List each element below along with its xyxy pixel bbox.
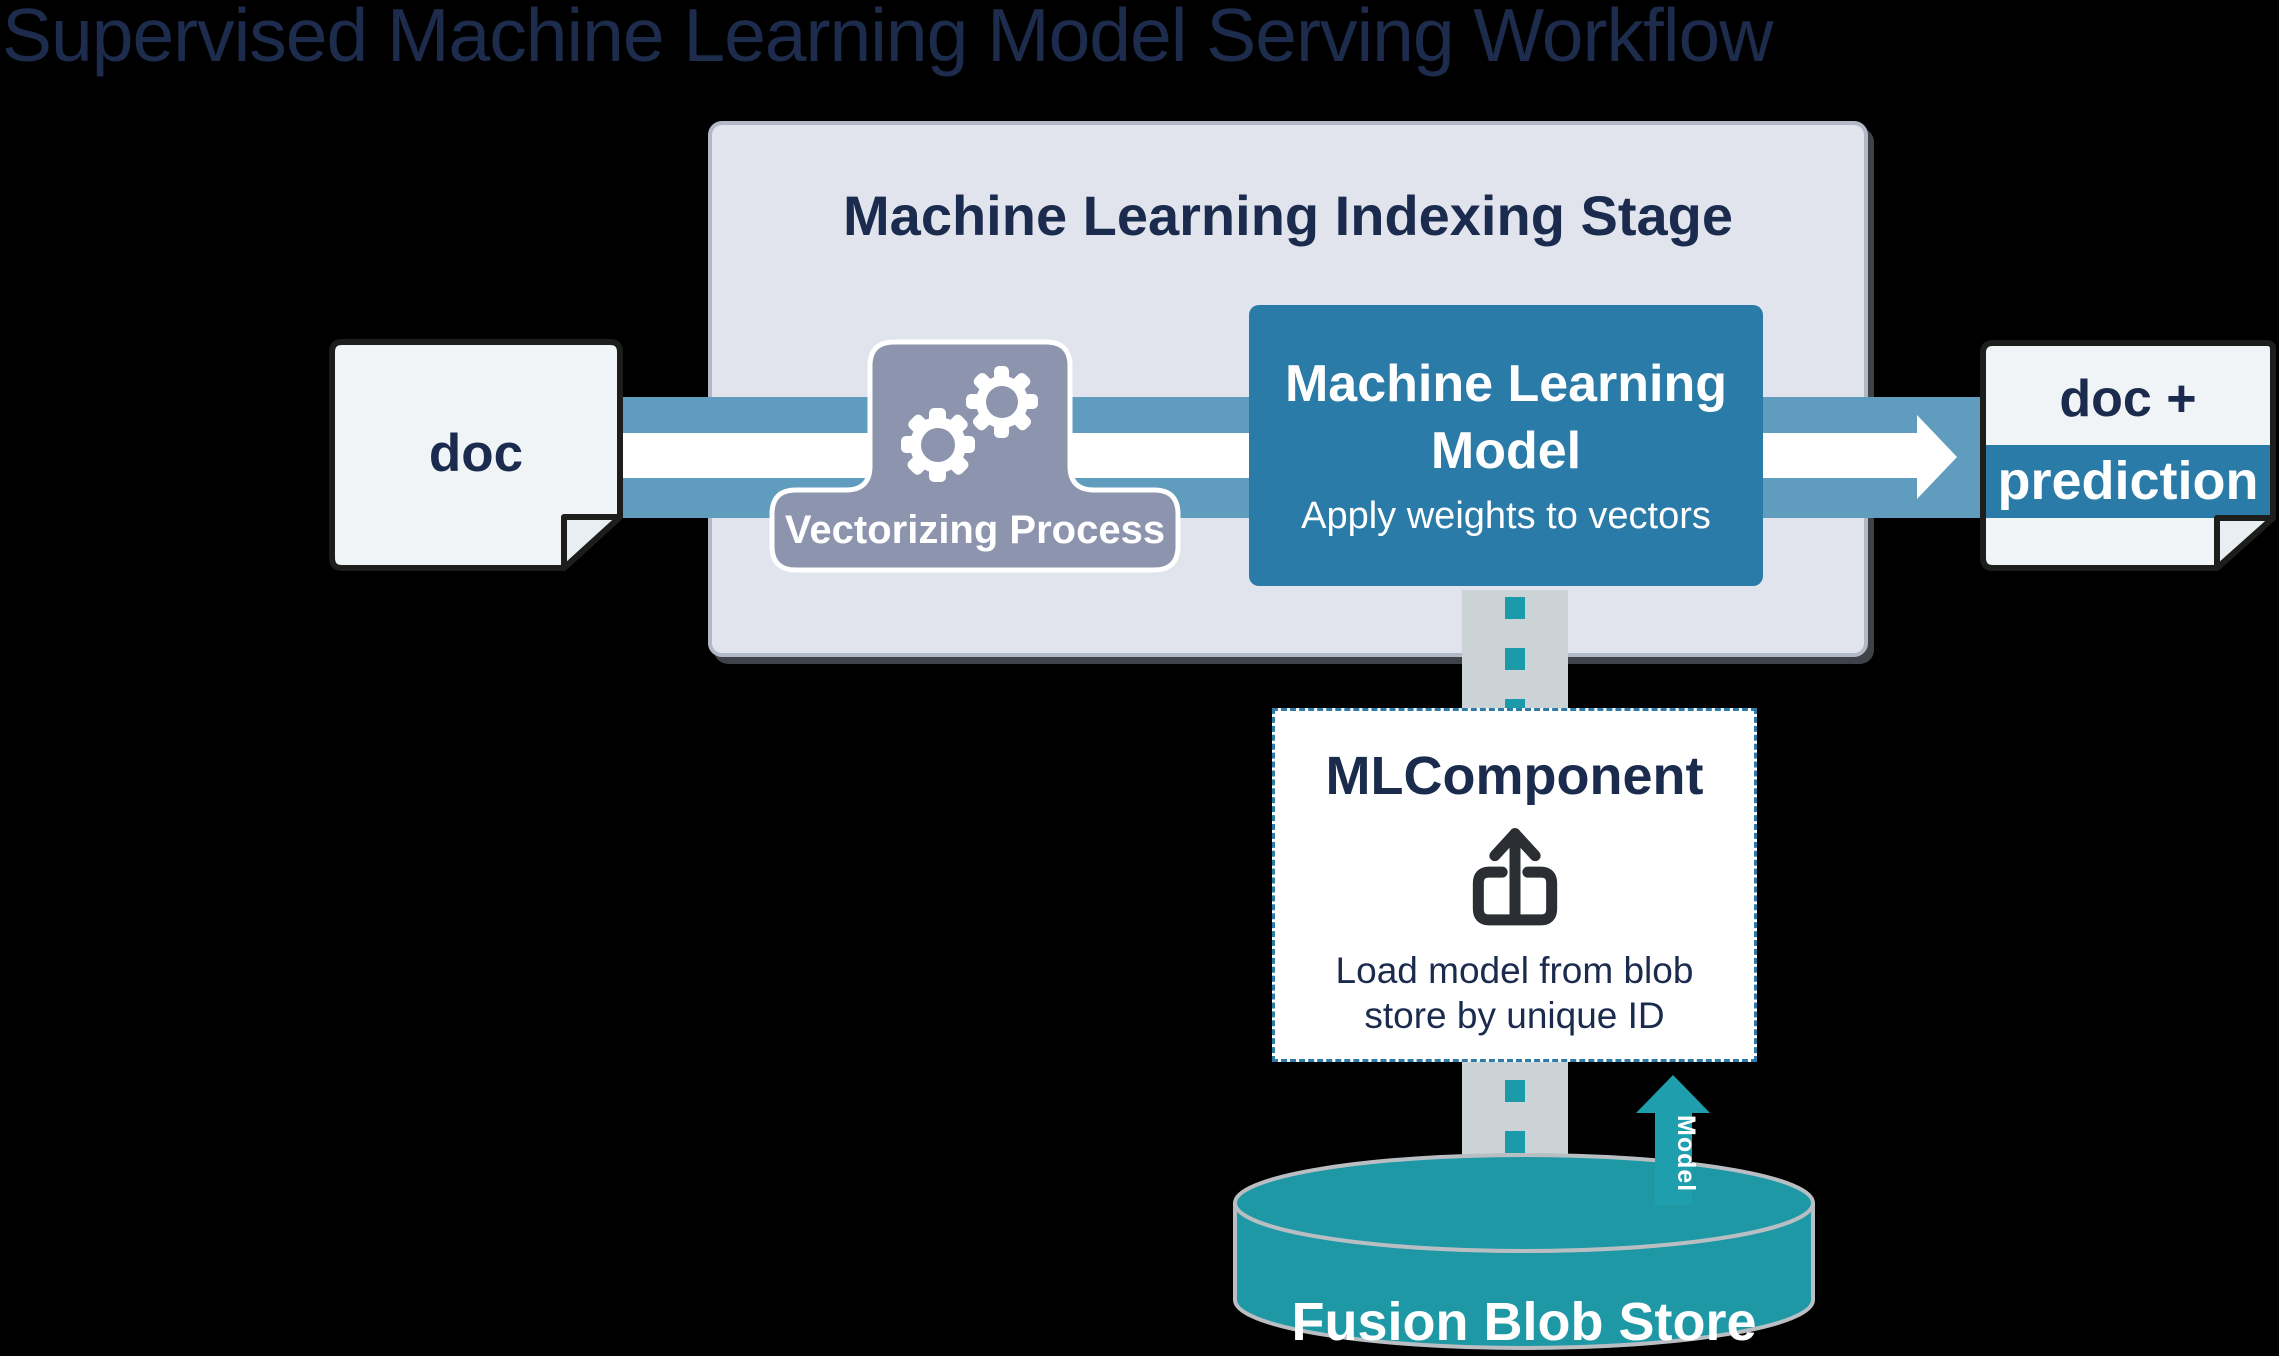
gear-icon bbox=[966, 366, 1038, 438]
prediction-label: prediction bbox=[1997, 451, 2259, 511]
folded-corner-icon bbox=[2214, 515, 2276, 571]
model-arrow-label: Model bbox=[1672, 1115, 1700, 1193]
ml-model-box: Machine Learning Model Apply weights to … bbox=[1249, 305, 1763, 586]
ml-component-caption-line1: Load model from blob bbox=[1335, 950, 1694, 991]
doc-output-document-icon bbox=[1980, 340, 2276, 571]
ml-component-caption-line2: store by unique ID bbox=[1364, 995, 1665, 1036]
vectorizing-process-label: Vectorizing Process bbox=[784, 508, 1166, 552]
doc-input-document-icon bbox=[329, 339, 623, 571]
ml-component-title: MLComponent bbox=[1325, 746, 1704, 806]
doc-input-label: doc bbox=[428, 424, 524, 483]
doc-output-label: doc + bbox=[2059, 370, 2197, 428]
upload-icon bbox=[1471, 819, 1559, 934]
ml-component-box: MLComponent Load model from blob store b… bbox=[1272, 708, 1757, 1062]
folded-corner-icon bbox=[561, 514, 623, 571]
page-title: Supervised Machine Learning Model Servin… bbox=[2, 0, 1773, 77]
dashed-line-icon bbox=[1505, 597, 1525, 712]
vectorizing-process-shape bbox=[769, 339, 1181, 573]
dashed-line-icon bbox=[1505, 1080, 1525, 1170]
ml-model-subtitle: Apply weights to vectors bbox=[1301, 495, 1711, 537]
ml-model-title-line2: Model bbox=[1430, 422, 1582, 480]
flow-arrow-right-icon bbox=[1917, 415, 1957, 499]
gear-icon bbox=[901, 366, 1038, 482]
model-up-arrow-icon bbox=[1636, 1075, 1710, 1205]
prediction-band bbox=[1983, 445, 2273, 518]
blob-store-label: Fusion Blob Store bbox=[1291, 1292, 1757, 1352]
ml-model-title-line1: Machine Learning bbox=[1284, 355, 1728, 413]
indexing-stage-heading: Machine Learning Indexing Stage bbox=[843, 184, 1733, 247]
